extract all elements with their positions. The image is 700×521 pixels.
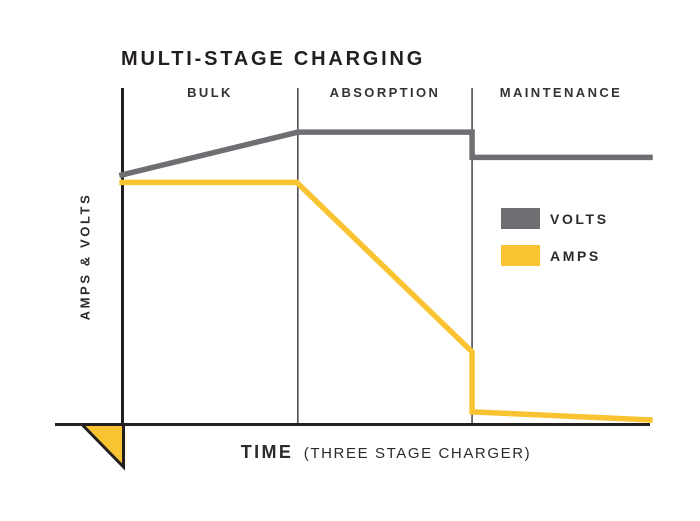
amps-swatch	[501, 245, 540, 266]
legend-item-volts: VOLTS	[501, 208, 609, 229]
legend-item-amps: AMPS	[501, 245, 609, 266]
x-axis-label-note: (THREE STAGE CHARGER)	[303, 445, 532, 462]
origin-triangle	[78, 423, 125, 471]
stage-label-absorption: ABSORPTION	[329, 85, 441, 100]
legend-label-volts: VOLTS	[550, 210, 609, 227]
x-axis-label-main: TIME	[240, 442, 294, 462]
stage-label-maintenance: MAINTENANCE	[499, 85, 623, 100]
volts-swatch	[501, 208, 540, 229]
chart-title: MULTI-STAGE CHARGING	[121, 48, 426, 70]
legend-label-amps: AMPS	[550, 247, 601, 264]
stage-label-bulk: BULK	[187, 85, 233, 100]
volts-line	[118, 129, 653, 179]
x-axis-label: TIME (THREE STAGE CHARGER)	[122, 442, 650, 463]
amps-line	[119, 179, 653, 423]
legend: VOLTS AMPS	[501, 208, 609, 282]
